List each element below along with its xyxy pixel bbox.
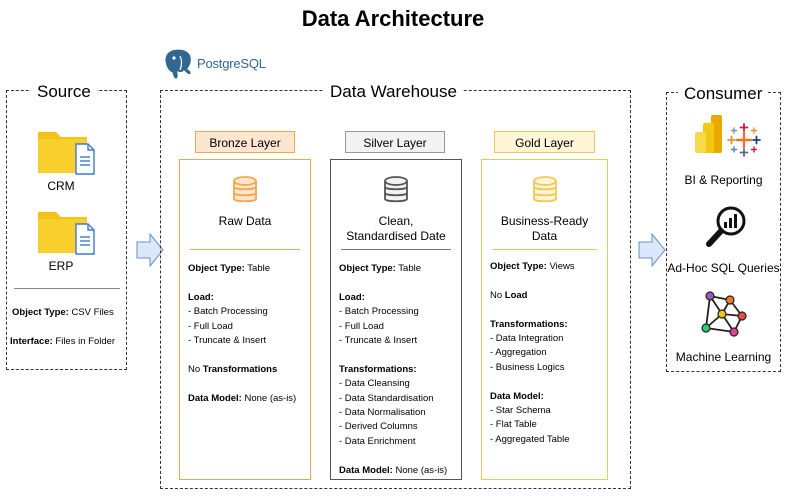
consumer-item-machine-learning: Machine Learning <box>675 350 772 364</box>
gold-data-model-item: - Star Schema <box>490 405 551 417</box>
gold-layer-label: Gold Layer <box>494 131 595 153</box>
gold-data-model-item: - Flat Table <box>490 419 537 431</box>
gold-load: No Load <box>490 289 528 301</box>
postgresql-logo-text: PostgreSQL <box>197 56 266 71</box>
bronze-transformations: No Transformations <box>188 363 278 375</box>
diagram-title: Data Architecture <box>301 6 485 31</box>
gold-data-model-item: - Aggregated Table <box>490 433 570 445</box>
silver-details: Object Type: Table Load: - Batch Process… <box>339 262 447 478</box>
bronze-layer-box: Raw Data Object Type: Table Load: - Batc… <box>179 159 311 480</box>
arrow-warehouse-to-consumer <box>638 232 666 272</box>
crm-folder-icon <box>36 126 98 176</box>
silver-separator <box>341 249 451 250</box>
silver-data-model: Data Model: None (as-is) <box>339 464 448 476</box>
bronze-database-icon <box>232 175 258 210</box>
silver-load-item: - Truncate & Insert <box>339 335 418 347</box>
silver-load-item: - Full Load <box>339 320 384 332</box>
source-interface: Interface: Files in Folder <box>10 336 116 347</box>
source-item-erp: ERP <box>48 259 74 273</box>
gold-database-icon <box>532 175 558 210</box>
silver-transformation-item: - Derived Columns <box>339 421 418 433</box>
bronze-load-item: - Full Load <box>188 320 233 332</box>
silver-heading-line2: Standardised Date <box>346 229 446 243</box>
silver-transformation-item: - Data Standardisation <box>339 392 434 404</box>
bronze-load-item: - Truncate & Insert <box>188 335 267 347</box>
gold-data-model-title: Data Model: <box>490 390 544 402</box>
consumer-item-bi-reporting: BI & Reporting <box>684 173 763 187</box>
bronze-object-type: Object Type: Table <box>188 263 271 274</box>
warehouse-title: Data Warehouse <box>324 82 463 102</box>
bronze-heading: Raw Data <box>218 214 272 228</box>
gold-transformation-item: - Business Logics <box>490 361 565 373</box>
tableau-icon <box>727 123 761 162</box>
silver-layer-label: Silver Layer <box>345 131 445 153</box>
gold-heading-line2: Data <box>531 229 558 243</box>
bronze-data-model: Data Model: None (as-is) <box>188 392 297 404</box>
gold-transformation-item: - Aggregation <box>490 347 547 359</box>
bronze-load-title: Load: <box>188 291 214 303</box>
silver-object-type: Object Type: Table <box>339 263 422 274</box>
bronze-separator <box>190 249 300 250</box>
source-title: Source <box>31 82 97 102</box>
silver-transformation-item: - Data Cleansing <box>339 378 410 390</box>
gold-object-type: Object Type: Views <box>490 261 575 272</box>
consumer-item-adhoc-sql: Ad-Hoc SQL Queries <box>667 261 780 275</box>
gold-transformations-title: Transformations: <box>490 318 568 330</box>
postgresql-logo: PostgreSQL <box>160 46 280 82</box>
power-bi-icon <box>693 113 725 160</box>
silver-heading-line1: Clean, <box>378 214 414 228</box>
bronze-layer-label: Bronze Layer <box>195 131 295 153</box>
source-item-crm: CRM <box>47 179 75 193</box>
bronze-load-item: - Batch Processing <box>188 306 268 318</box>
silver-load-item: - Batch Processing <box>339 306 419 318</box>
silver-layer-box: Clean, Standardised Date Object Type: Ta… <box>330 159 462 480</box>
gold-transformation-item: - Data Integration <box>490 333 564 344</box>
consumer-title: Consumer <box>678 84 769 104</box>
arrow-source-to-warehouse <box>136 232 164 272</box>
gold-layer-box: Business-Ready Data Object Type: Views N… <box>481 159 608 480</box>
erp-folder-icon <box>36 206 98 256</box>
gold-details: Object Type: Views No Load Transformatio… <box>490 260 575 447</box>
gold-heading-line1: Business-Ready <box>500 214 589 228</box>
bronze-details: Object Type: Table Load: - Batch Process… <box>188 262 296 406</box>
silver-transformations-title: Transformations: <box>339 363 417 375</box>
silver-transformation-item: - Data Enrichment <box>339 435 416 447</box>
source-object-type: Object Type: CSV Files <box>12 307 114 318</box>
magnifier-chart-icon <box>704 203 750 254</box>
silver-database-icon <box>383 175 409 210</box>
silver-transformation-item: - Data Normalisation <box>339 407 426 419</box>
network-graph-icon <box>700 290 748 343</box>
gold-separator <box>492 249 597 250</box>
source-divider <box>14 288 120 289</box>
silver-load-title: Load: <box>339 291 365 303</box>
